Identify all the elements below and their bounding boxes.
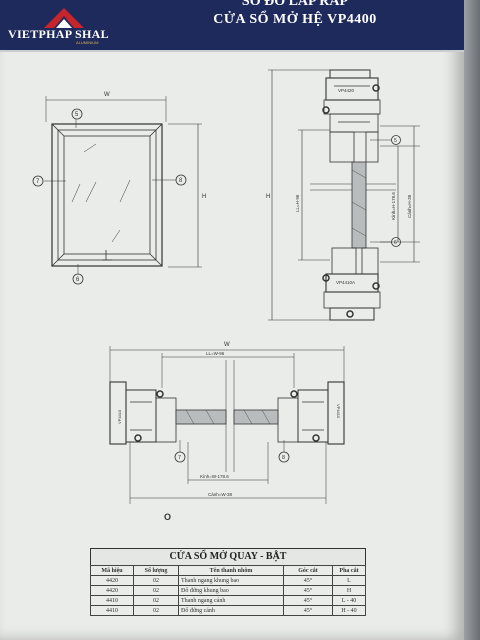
callout-5-vertical-text: 5 [394,138,397,144]
cell-name: Thanh ngang khung bao [178,575,284,586]
vertical-glass-dim: Kính=H-178.6 [391,192,396,220]
callout-8-horizontal-text: 8 [282,455,285,461]
brand-logo-icon [44,8,84,28]
profile-left-label: VP4410 [117,409,122,424]
cell-cut: H - 40 [332,605,366,616]
brand-subtitle: ALUMINIUM [76,40,99,45]
callout-6-vertical [391,237,401,247]
callout-5-front [71,108,83,120]
horizontal-section-drawing [109,346,345,504]
cutting-table-grid: Mã hiệu Số lượng Tên thanh nhôm Góc cắt … [90,565,366,616]
page-title-line1: SƠ ĐỒ LẮP RÁP [241,0,349,9]
catalog-page: VIETPHAP SHAL ALUMINIUM SƠ ĐỒ LẮP RÁP CỬ… [0,0,464,640]
cell-angle: 45° [283,595,333,606]
callout-7-horizontal-text: 7 [178,455,181,461]
front-width-label: W [104,92,110,98]
cell-code: 4420 [90,585,134,596]
callout-8-front-text: 8 [179,178,183,184]
horizontal-width-label: W [224,342,230,348]
horizontal-sash-dim: Cánh=W-38 [208,492,233,497]
vertical-height-label: H [266,194,270,200]
callout-6-front [72,273,84,285]
cell-qty: 02 [133,595,179,606]
col-so-luong: Số lượng [133,565,179,576]
callout-5-front-text: 5 [75,112,79,118]
profile-top-label: VP4420 [338,88,355,93]
horizontal-glass-dim: Kính=W-178.6 [200,474,229,479]
profile-bottom-label: VP4410A [336,280,355,285]
table-row: 4420 02 Thanh ngang khung bao 45° L [90,575,366,586]
table-row: 4410 02 Đố đứng cánh 45° H - 40 [90,605,366,616]
cell-cut: H [332,585,366,596]
callout-8-horizontal [278,451,290,463]
callout-7-front [32,175,44,187]
table-title: CỬA SỔ MỞ QUAY - BẬT [90,548,366,565]
col-ten-thanh-nhom: Tên thanh nhôm [178,565,284,576]
cell-code: 4410 [90,605,134,616]
front-height-label: H [202,194,206,200]
cell-code: 4410 [90,595,134,606]
cell-angle: 45° [283,575,333,586]
cell-qty: 02 [133,575,179,586]
table-row: 4420 02 Đố đứng khung bao 45° H [90,585,366,596]
callout-7-horizontal [174,451,186,463]
section-marker: O [164,512,171,522]
cutting-table: CỬA SỔ MỞ QUAY - BẬT Mã hiệu Số lượng Tê… [90,548,366,616]
cell-qty: 02 [133,605,179,616]
callout-5-vertical [391,135,401,145]
cell-cut: L - 40 [332,595,366,606]
cell-qty: 02 [133,585,179,596]
header-divider [0,50,464,52]
cell-code: 4420 [90,575,134,586]
horizontal-ll-dim: LL=W-96 [206,351,225,356]
callout-7-front-text: 7 [36,179,40,185]
vertical-sash-dim: Cánh=H-38 [407,194,412,218]
callout-6-vertical-text: 6 [394,240,397,246]
table-row: 4410 02 Thanh ngang cánh 45° L - 40 [90,595,366,606]
front-view-drawing [32,96,202,285]
cell-angle: 45° [283,605,333,616]
profile-right-label: VP4410 [336,404,341,419]
col-pha-cat: Pha cắt [332,565,366,576]
cell-name: Thanh ngang cánh [178,595,284,606]
cell-angle: 45° [283,585,333,596]
cell-name: Đố đứng cánh [178,605,284,616]
cell-name: Đố đứng khung bao [178,585,284,596]
vertical-ll-dim: LL=H-96 [295,194,300,212]
page-header: VIETPHAP SHAL ALUMINIUM SƠ ĐỒ LẮP RÁP CỬ… [0,0,464,50]
assembly-drawing: W H 5 7 8 6 H VP4420 VP4410A LL=H-96 Kín… [32,69,420,522]
col-goc-cat: Góc cắt [283,565,333,576]
brand-name: VIETPHAP SHAL [8,27,109,41]
cell-cut: L [332,575,366,586]
callout-8-front [175,174,187,186]
page-title-line2: CỬA SỔ MỞ HỆ VP4400 [213,12,377,27]
table-header-row: Mã hiệu Số lượng Tên thanh nhôm Góc cắt … [90,565,366,576]
col-ma-hieu: Mã hiệu [90,565,134,576]
vertical-section-drawing [268,69,420,321]
callout-6-front-text: 6 [76,277,80,283]
